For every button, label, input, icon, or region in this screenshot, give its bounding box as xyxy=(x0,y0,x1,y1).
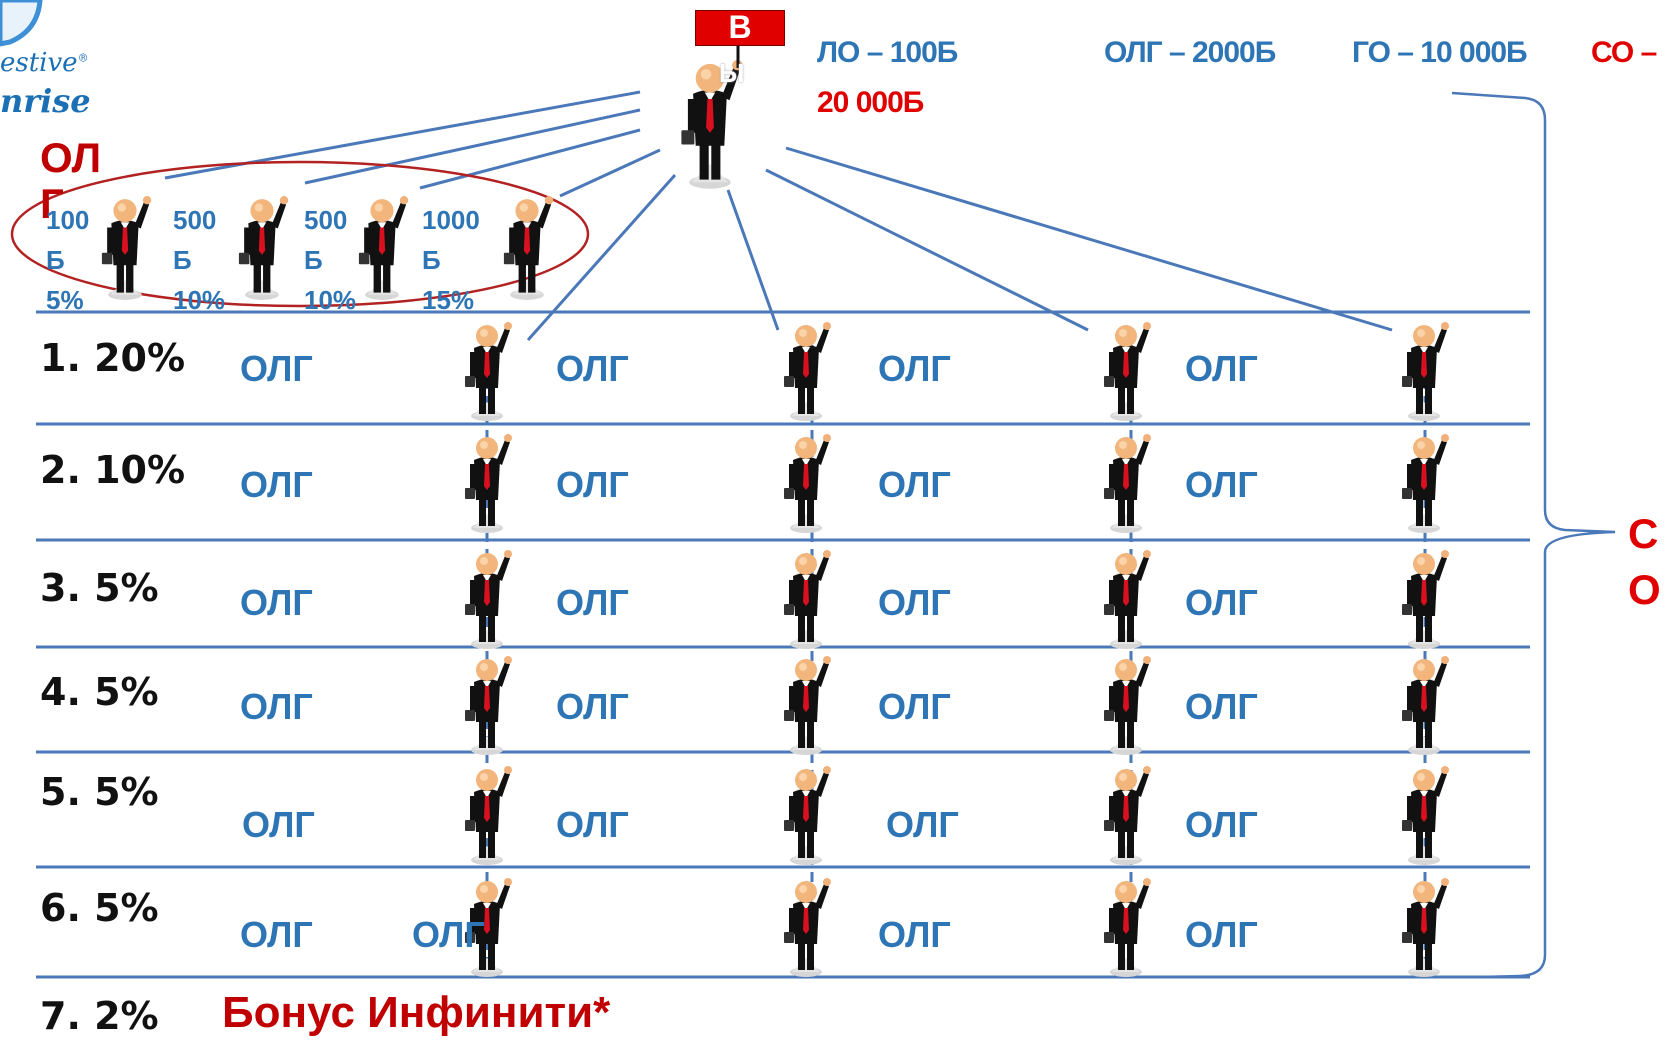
connector-line xyxy=(726,189,780,331)
olg-member-3: 500 Б 10% xyxy=(304,205,357,315)
person-icon xyxy=(1402,878,1449,977)
top-badge-label: В xyxy=(728,9,752,45)
level-label: 5. 5% xyxy=(40,770,159,814)
person-icon xyxy=(1402,656,1449,755)
olg-label: ОЛГ xyxy=(240,914,313,955)
olg-connector-lines xyxy=(164,90,661,198)
olg-member-4: 1000 Б 15% xyxy=(422,205,480,315)
level-label: 1. 20% xyxy=(40,336,186,380)
olg-label: ОЛГ xyxy=(556,348,629,389)
olg-label: ОЛГ xyxy=(878,464,951,505)
header-co-value: 20 000Б xyxy=(817,86,924,119)
olg-label: ОЛГ xyxy=(878,914,951,955)
co-bracket-label-line1: С xyxy=(1628,510,1659,557)
person-icon xyxy=(1104,766,1151,865)
olg-label: ОЛГ xyxy=(556,464,629,505)
person-icon xyxy=(1104,434,1151,533)
level-member-icons xyxy=(465,322,1449,977)
co-bracket xyxy=(1451,91,1616,979)
person-icon xyxy=(784,878,831,977)
person-icon xyxy=(784,322,831,421)
top-badge-sub: Ы xyxy=(719,58,745,88)
olg-label: ОЛГ xyxy=(1185,914,1258,955)
person-icon xyxy=(784,656,831,755)
bonus-text: Бонус Инфинити* xyxy=(222,988,611,1037)
person-icon xyxy=(784,434,831,533)
connector-line xyxy=(304,108,641,185)
olg-label: ОЛГ xyxy=(1185,348,1258,389)
header-lo: ЛО – 100Б xyxy=(817,36,958,69)
person-icon xyxy=(1104,550,1151,649)
level-label: 2. 10% xyxy=(40,448,186,492)
person-icon xyxy=(465,322,512,421)
bonus-level-label: 7. 2% xyxy=(40,994,159,1038)
olg-label: ОЛГ xyxy=(878,348,951,389)
olg-label: ОЛГ xyxy=(240,582,313,623)
person-icon xyxy=(1402,550,1449,649)
olg-label: ОЛГ xyxy=(878,582,951,623)
connector-line xyxy=(419,128,641,190)
header-go: ГО – 10 000Б xyxy=(1352,36,1528,69)
olg-group-label-line1: ОЛ xyxy=(40,134,102,181)
olg-label: ОЛГ xyxy=(556,804,629,845)
olg-label: ОЛГ xyxy=(240,464,313,505)
person-icon xyxy=(101,196,152,300)
top-badge: В xyxy=(695,9,785,46)
olg-label: ОЛГ xyxy=(556,582,629,623)
connector-line xyxy=(785,146,1393,332)
person-icon xyxy=(465,656,512,755)
header-co: СО – xyxy=(1591,36,1657,69)
person-icon xyxy=(465,434,512,533)
olg-label: ОЛГ xyxy=(240,348,313,389)
olg-member-1: 100 Б 5% xyxy=(46,205,90,315)
person-icon xyxy=(358,196,409,300)
olg-group-ellipse xyxy=(10,160,590,308)
person-icon xyxy=(784,766,831,865)
olg-group-label-line2: Г xyxy=(40,180,64,227)
person-icon xyxy=(1402,434,1449,533)
person-icon xyxy=(503,196,554,300)
person-icon xyxy=(1104,878,1151,977)
co-bracket-label-line2: О xyxy=(1628,566,1661,613)
connector-line xyxy=(765,168,1089,332)
olg-label: ОЛГ xyxy=(240,686,313,727)
connector-line xyxy=(559,148,661,198)
person-icon xyxy=(1104,322,1151,421)
olg-label: ОЛГ xyxy=(556,686,629,727)
person-icon xyxy=(1402,766,1449,865)
olg-member-2: 500 Б 10% xyxy=(173,205,226,315)
person-icon xyxy=(465,550,512,649)
person-icon xyxy=(238,196,289,300)
person-icon xyxy=(784,550,831,649)
olg-label: ОЛГ xyxy=(412,914,485,955)
olg-label: ОЛГ xyxy=(242,804,315,845)
olg-label: ОЛГ xyxy=(878,686,951,727)
person-icon xyxy=(465,766,512,865)
connector-line xyxy=(164,90,641,180)
logo-text-line1: estive® xyxy=(0,48,89,78)
level-label: 3. 5% xyxy=(40,566,159,610)
level-separators xyxy=(36,310,1530,979)
logo-shield-icon xyxy=(0,0,43,47)
level1-connector-lines xyxy=(526,146,1393,341)
person-icon xyxy=(1104,656,1151,755)
olg-label: ОЛГ xyxy=(1185,464,1258,505)
level-label: 4. 5% xyxy=(40,670,159,714)
level-label: 6. 5% xyxy=(40,886,159,930)
logo-text-line2: nrise xyxy=(0,82,91,120)
logo: estive® nrise xyxy=(0,0,120,130)
header-olg: ОЛГ – 2000Б xyxy=(1104,36,1276,69)
olg-label: ОЛГ xyxy=(1185,582,1258,623)
olg-label: ОЛГ xyxy=(886,804,959,845)
person-icon xyxy=(1402,322,1449,421)
olg-label: ОЛГ xyxy=(1185,804,1258,845)
olg-label: ОЛГ xyxy=(1185,686,1258,727)
